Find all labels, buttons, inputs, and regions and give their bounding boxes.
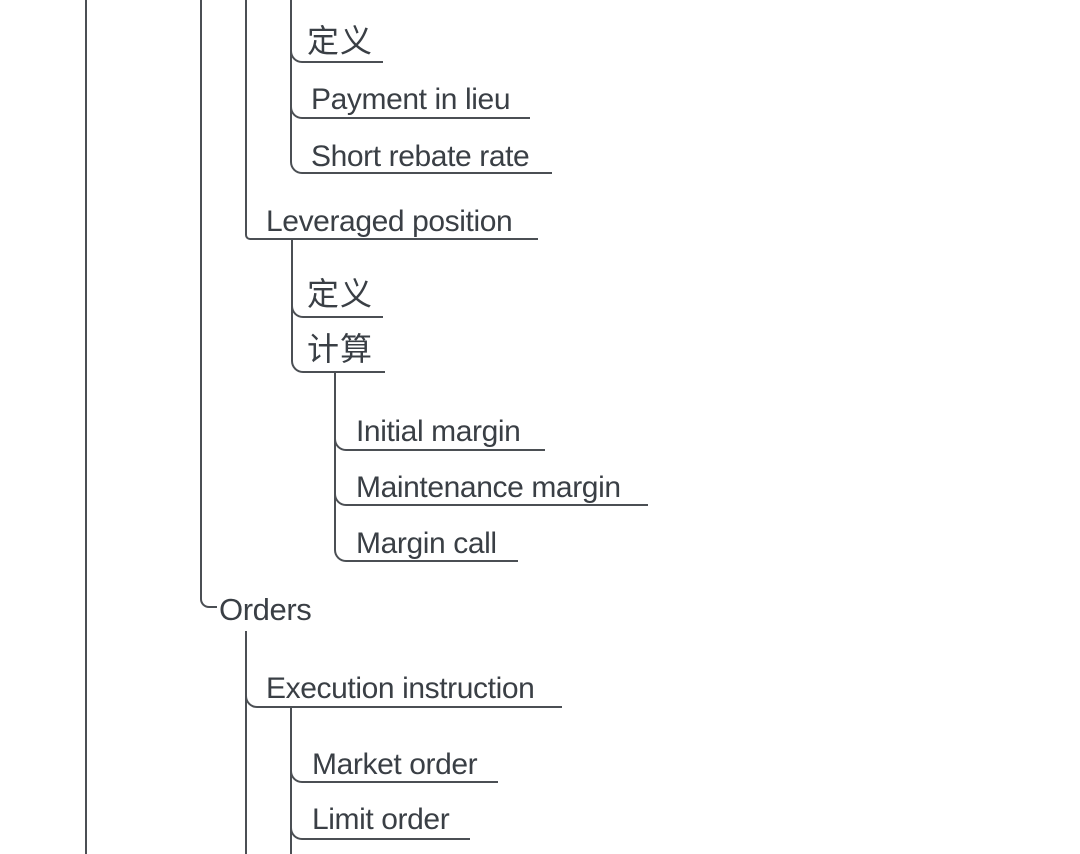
node-payment-in-lieu[interactable]: Payment in lieu xyxy=(311,83,511,116)
connector-orders xyxy=(200,0,217,608)
node-margin-call[interactable]: Margin call xyxy=(356,527,497,560)
trunk-line-orders-children xyxy=(245,631,247,854)
node-leveraged-position[interactable]: Leveraged position xyxy=(266,205,513,238)
node-execution-instruction[interactable]: Execution instruction xyxy=(266,672,535,705)
connector-margin-call xyxy=(334,371,518,562)
node-definition-1[interactable]: 定义 xyxy=(307,23,374,59)
node-initial-margin[interactable]: Initial margin xyxy=(356,415,521,448)
connector-short-rebate-rate xyxy=(290,0,552,174)
node-calculation[interactable]: 计算 xyxy=(307,331,374,367)
trunk-line-root xyxy=(85,0,87,854)
connector-leveraged-position xyxy=(245,0,538,240)
node-short-rebate-rate[interactable]: Short rebate rate xyxy=(311,140,530,173)
connector-execution-instruction xyxy=(245,631,562,708)
node-market-order[interactable]: Market order xyxy=(312,748,478,781)
node-definition-2[interactable]: 定义 xyxy=(307,276,374,312)
connector-limit-order xyxy=(290,706,470,840)
node-orders[interactable]: Orders xyxy=(219,592,312,627)
node-maintenance-margin[interactable]: Maintenance margin xyxy=(356,471,621,504)
node-limit-order[interactable]: Limit order xyxy=(312,803,450,836)
